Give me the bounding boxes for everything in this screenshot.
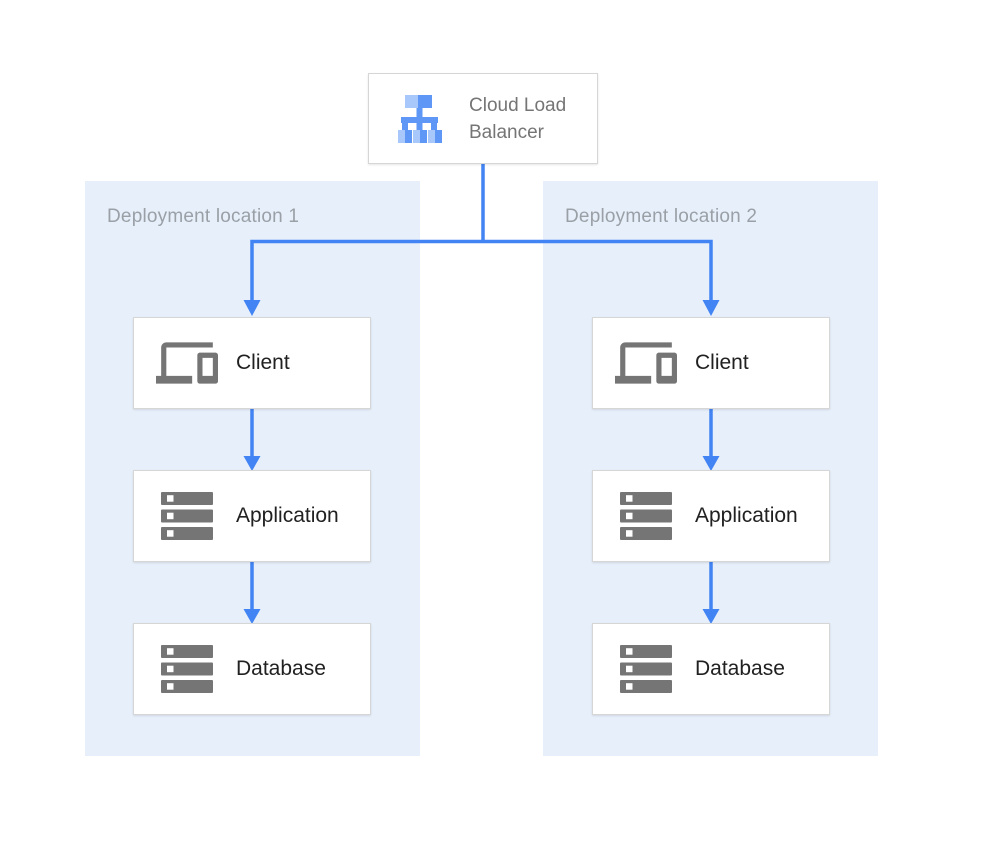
node-client-1: Client: [133, 317, 371, 409]
load-balancer-icon: [395, 94, 445, 143]
node-database-2: Database: [592, 623, 830, 715]
deployment-panel-2-label: Deployment location 2: [565, 206, 758, 227]
node-application-2: Application: [592, 470, 830, 562]
server-stack-icon: [156, 645, 218, 693]
node-label: Application: [695, 504, 798, 527]
server-stack-icon: [615, 645, 677, 693]
node-database-1: Database: [133, 623, 371, 715]
devices-icon: [615, 332, 677, 394]
node-label: Client: [695, 351, 749, 374]
devices-icon: [156, 332, 218, 394]
node-label: Database: [695, 657, 785, 680]
node-label: Client: [236, 351, 290, 374]
node-label: Database: [236, 657, 326, 680]
node-application-1: Application: [133, 470, 371, 562]
node-label: Cloud Load Balancer: [469, 94, 567, 143]
node-label: Application: [236, 504, 339, 527]
node-cloud-load-balancer: Cloud Load Balancer: [368, 73, 598, 164]
node-client-2: Client: [592, 317, 830, 409]
server-stack-icon: [156, 492, 218, 540]
deployment-panel-1-label: Deployment location 1: [107, 206, 300, 227]
server-stack-icon: [615, 492, 677, 540]
